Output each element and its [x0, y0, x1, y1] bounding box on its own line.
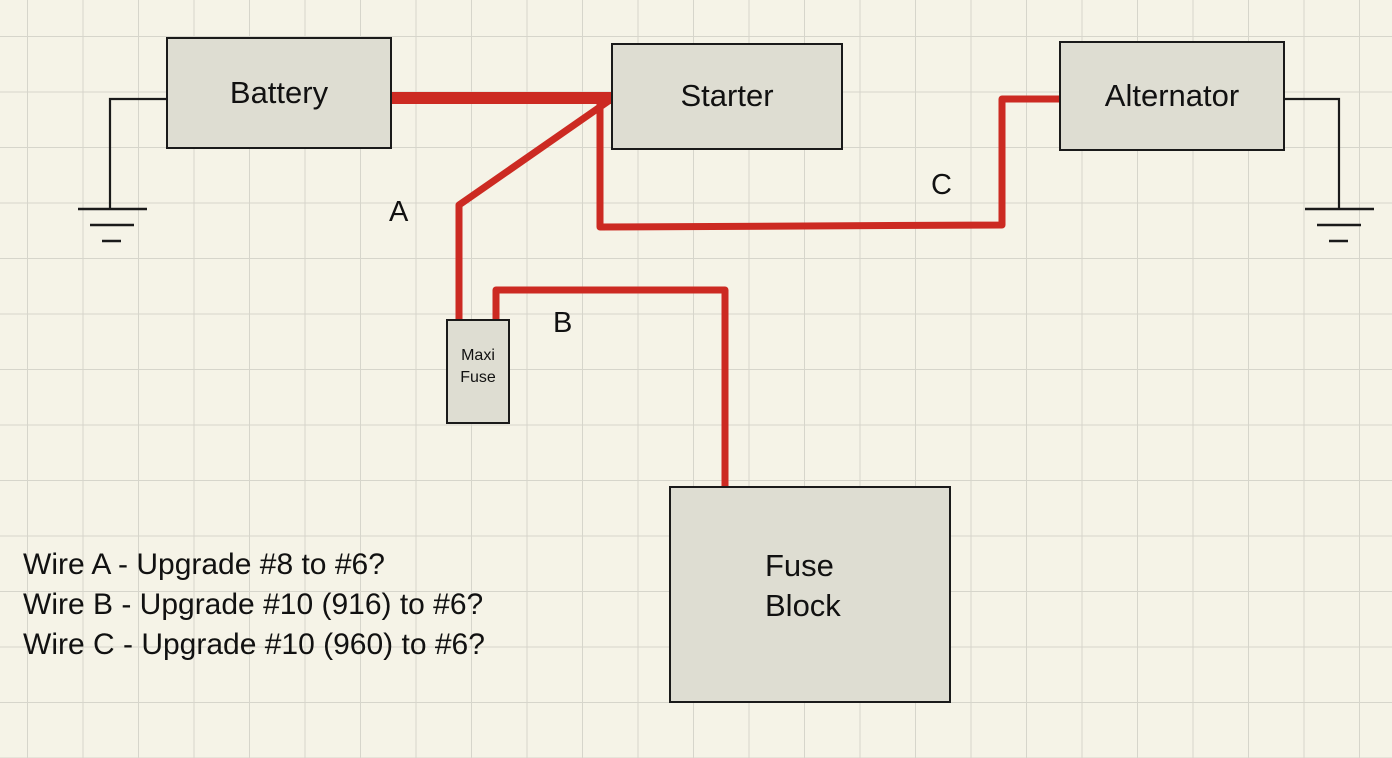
note-wire-b: Wire B - Upgrade #10 (916) to #6? — [23, 588, 484, 621]
starter-component: Starter — [611, 43, 843, 150]
maxi-fuse-label: Maxi Fuse — [460, 347, 496, 386]
starter-label: Starter — [680, 78, 774, 114]
alternator-label: Alternator — [1104, 77, 1240, 113]
fuse-block-component: Fuse Block — [669, 486, 951, 703]
fuse-block-label: Fuse Block — [765, 548, 841, 624]
battery-component: Battery — [166, 37, 392, 149]
battery-ground-symbol — [78, 207, 147, 243]
wire-c — [596, 95, 1064, 231]
battery-ground-lead — [108, 97, 166, 209]
battery-label: Battery — [229, 74, 329, 110]
alternator-component: Alternator — [1059, 41, 1285, 151]
wire-b-label: B — [553, 307, 573, 339]
alternator-ground-lead — [1285, 97, 1341, 209]
note-wire-a: Wire A - Upgrade #8 to #6? — [23, 548, 385, 581]
alternator-ground-symbol — [1305, 207, 1374, 243]
maxi-fuse-component: Maxi Fuse — [446, 319, 510, 424]
wire-b — [492, 286, 729, 501]
wire-c-label: C — [931, 169, 952, 201]
wire-a — [455, 96, 614, 330]
wire-a-label: A — [389, 196, 409, 228]
note-wire-c: Wire C - Upgrade #10 (960) to #6? — [23, 628, 485, 661]
upgrade-notes: Wire A - Upgrade #8 to #6? Wire B - Upgr… — [23, 545, 485, 665]
